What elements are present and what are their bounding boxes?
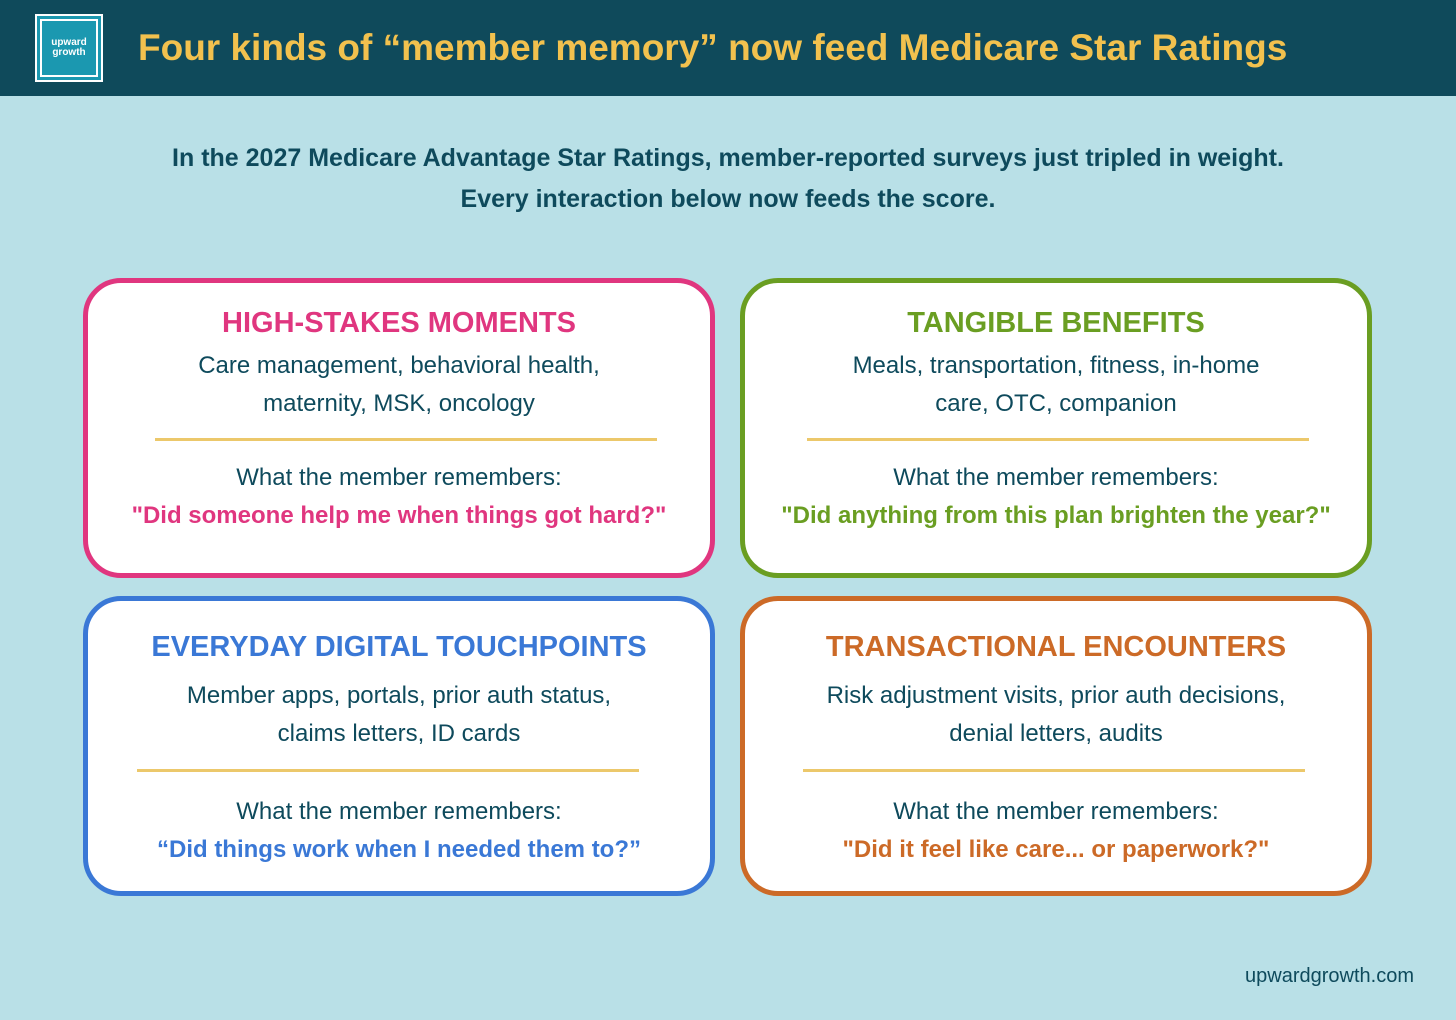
- logo-mark: upward growth: [40, 19, 98, 77]
- card-quote: "Did it feel like care... or paperwork?": [842, 836, 1270, 863]
- intro-line-2: Every interaction below now feeds the sc…: [460, 185, 996, 213]
- card-high-stakes-moments: HIGH-STAKES MOMENTS Care management, beh…: [83, 278, 715, 578]
- footer-site-link[interactable]: upwardgrowth.com: [1245, 965, 1414, 987]
- card-description-line-2: maternity, MSK, oncology: [263, 390, 535, 417]
- card-everyday-digital-touchpoints: EVERYDAY DIGITAL TOUCHPOINTS Member apps…: [83, 596, 715, 896]
- card-description-line-2: claims letters, ID cards: [277, 720, 521, 747]
- card-lead: What the member remembers:: [893, 798, 1219, 825]
- card-quote: “Did things work when I needed them to?”: [156, 836, 642, 863]
- card-title: TANGIBLE BENEFITS: [907, 307, 1205, 339]
- intro-line-1: In the 2027 Medicare Advantage Star Rati…: [172, 144, 1284, 172]
- card-description-line-2: denial letters, audits: [949, 720, 1163, 747]
- card-transactional-encounters: TRANSACTIONAL ENCOUNTERS Risk adjustment…: [740, 596, 1372, 896]
- card-description: Meals, transportation, fitness, in-home …: [745, 347, 1367, 423]
- card-title: TRANSACTIONAL ENCOUNTERS: [825, 631, 1287, 663]
- header-bar: upward growth Four kinds of “member memo…: [0, 0, 1456, 96]
- logo-text-line1: upward: [51, 37, 87, 48]
- card-quote: "Did someone help me when things got har…: [131, 502, 667, 529]
- card-title: EVERYDAY DIGITAL TOUCHPOINTS: [151, 631, 647, 663]
- card-divider: [155, 438, 657, 441]
- intro-text: In the 2027 Medicare Advantage Star Rati…: [0, 138, 1456, 220]
- upward-growth-logo: upward growth: [35, 14, 103, 82]
- page-title: Four kinds of “member memory” now feed M…: [138, 27, 1288, 68]
- card-description: Risk adjustment visits, prior auth decis…: [745, 677, 1367, 753]
- card-description: Member apps, portals, prior auth status,…: [88, 677, 710, 753]
- card-divider: [137, 769, 639, 772]
- card-tangible-benefits: TANGIBLE BENEFITS Meals, transportation,…: [740, 278, 1372, 578]
- card-divider: [803, 769, 1305, 772]
- card-quote: "Did anything from this plan brighten th…: [781, 502, 1331, 529]
- card-description-line-1: Member apps, portals, prior auth status,: [186, 682, 612, 709]
- logo-text-line2: growth: [52, 47, 86, 58]
- card-description-line-1: Risk adjustment visits, prior auth decis…: [826, 682, 1286, 709]
- card-description-line-1: Meals, transportation, fitness, in-home: [852, 352, 1260, 379]
- card-lead: What the member remembers:: [236, 798, 562, 825]
- card-description: Care management, behavioral health, mate…: [88, 347, 710, 423]
- card-divider: [807, 438, 1309, 441]
- card-description-line-1: Care management, behavioral health,: [198, 352, 600, 379]
- card-description-line-2: care, OTC, companion: [935, 390, 1177, 417]
- card-lead: What the member remembers:: [236, 464, 562, 491]
- card-title: HIGH-STAKES MOMENTS: [222, 307, 576, 339]
- card-lead: What the member remembers:: [893, 464, 1219, 491]
